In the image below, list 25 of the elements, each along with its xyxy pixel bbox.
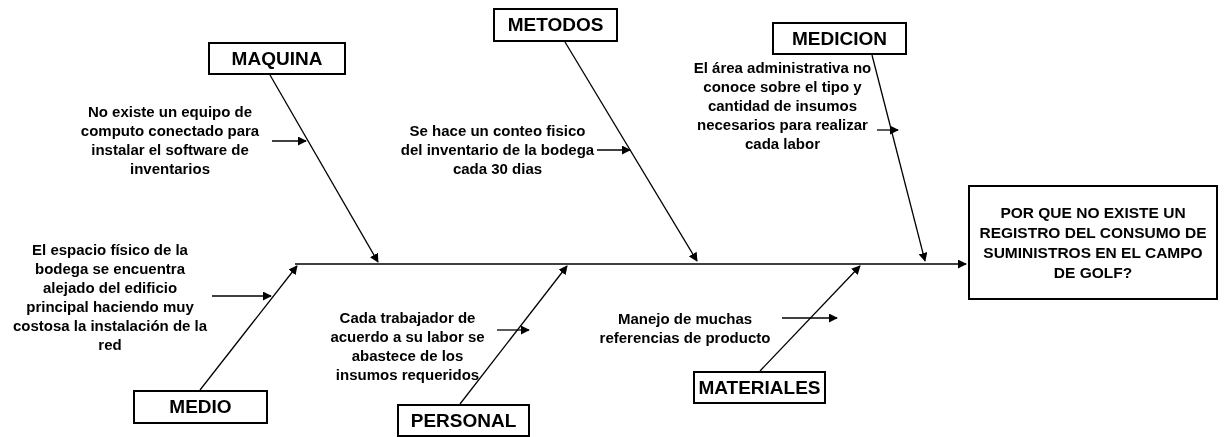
arrow: [596, 145, 631, 155]
cause-text: El espacio físico de la bodega se encuentra alejado del edificio principal haciendo muy costosa la instalación de la red: [10, 232, 210, 362]
arrow: [199, 265, 298, 391]
cause-text: Se hace un conteo fisico del inventario de la bodega cada 30 dias: [400, 116, 595, 182]
category-box: MAQUINA: [208, 42, 346, 75]
arrow: [269, 74, 379, 263]
spine-arrow: [294, 259, 967, 269]
arrow: [496, 325, 530, 335]
category-box: MATERIALES: [693, 371, 826, 404]
arrow: [459, 265, 568, 405]
effect-box: POR QUE NO EXISTE UN REGISTRO DEL CONSUMO DE SUMINISTROS EN EL CAMPO DE GOLF?: [968, 185, 1218, 300]
arrow: [759, 265, 861, 372]
arrow: [781, 313, 838, 323]
cause-text: No existe un equipo de computo conectado para instalar el software de inventarios: [70, 95, 270, 185]
category-box: METODOS: [493, 8, 618, 42]
category-box: PERSONAL: [397, 404, 530, 437]
arrow: [271, 136, 307, 146]
arrow: [871, 54, 928, 262]
category-box: MEDIO: [133, 390, 268, 424]
cause-text: Manejo de muchas referencias de producto: [590, 306, 780, 350]
category-box: MEDICION: [772, 22, 907, 55]
cause-text: Cada trabajador de acuerdo a su labor se abastece de los insumos requeridos: [320, 300, 495, 392]
arrow: [211, 291, 272, 301]
arrow: [564, 41, 698, 262]
arrow: [876, 125, 899, 135]
